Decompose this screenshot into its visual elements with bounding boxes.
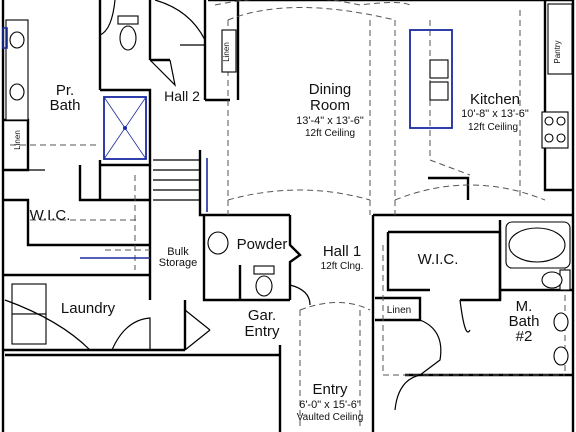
linen-left-label: Linen: [13, 130, 22, 150]
m-bath-label-1: M.: [516, 298, 533, 315]
sink-icon: [207, 231, 229, 255]
hall1-label: Hall 1: [323, 243, 361, 260]
gar-entry-label-1: Gar.: [248, 307, 276, 324]
doors: [4, 0, 471, 411]
fixtures: [2, 3, 573, 366]
labels: Pr. Bath Linen Hall 2 Linen Dining Room …: [13, 40, 562, 423]
laundry-label: Laundry: [61, 300, 116, 317]
sink-icon: [553, 346, 569, 366]
linen-hall2-label: Linen: [222, 42, 231, 62]
kitchen-label: Kitchen: [470, 91, 520, 108]
m-bath-label-2: Bath: [509, 313, 540, 330]
gar-entry-label-2: Entry: [244, 323, 280, 340]
dining-dims: 13'-4" x 13'-6": [296, 115, 364, 127]
pr-bath-label-1: Pr.: [56, 82, 74, 99]
kitchen-ceiling: 12ft Ceiling: [468, 122, 518, 133]
bulk-storage-label-1: Bulk: [167, 246, 189, 258]
sink-icon: [429, 81, 449, 101]
toilet-icon: [255, 275, 273, 297]
powder-label: Powder: [237, 236, 288, 253]
kitchen-island: [409, 29, 453, 129]
pr-bath-label-2: Bath: [50, 97, 81, 114]
dryer-icon: [11, 313, 47, 345]
sink-icon: [553, 312, 569, 332]
hall1-ceiling: 12ft Clng.: [321, 261, 364, 272]
range-icon: [541, 111, 569, 149]
sink-icon: [429, 59, 449, 79]
toilet-icon: [119, 25, 137, 51]
toilet-icon: [541, 271, 563, 289]
dining-ceiling: 12ft Ceiling: [305, 128, 355, 139]
sink-icon: [9, 31, 25, 49]
dining-label-1: Dining: [309, 81, 352, 98]
entry-ceiling: Vaulted Ceiling: [297, 412, 364, 423]
toilet-tank-icon: [117, 15, 139, 25]
pantry-label: Pantry: [553, 40, 562, 63]
hall2-label: Hall 2: [164, 88, 200, 104]
washer-icon: [11, 283, 47, 315]
sink-icon: [9, 83, 25, 101]
dining-label-2: Room: [310, 97, 350, 114]
bulk-storage-label-2: Storage: [159, 257, 198, 269]
shower-icon: [103, 96, 147, 160]
entry-label: Entry: [312, 381, 348, 398]
linen-right-label: Linen: [387, 305, 411, 316]
wic-right-label: W.I.C.: [418, 251, 459, 268]
wic-left-label: W.I.C.: [30, 207, 71, 224]
kitchen-dims: 10'-8" x 13'-6": [461, 108, 529, 120]
m-bath-label-3: #2: [516, 328, 533, 345]
entry-dims: 6'-0" x 15'-6": [299, 399, 361, 411]
